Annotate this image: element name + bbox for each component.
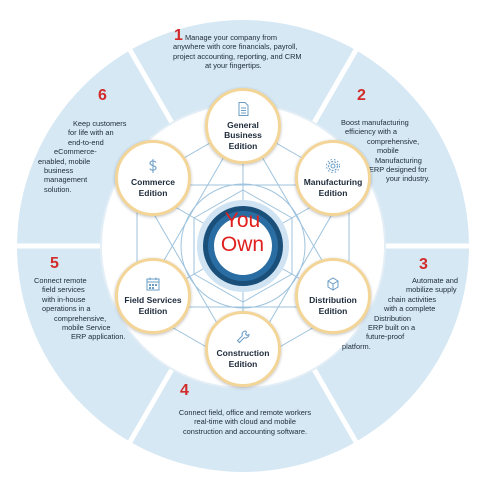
box-icon [327,277,339,291]
segment-number-6: 6 [98,87,107,104]
node-label: Manufacturing Edition [303,177,363,198]
center-label-line1: You [224,209,261,232]
node-construction: Construction Edition [205,311,281,387]
node-label: General Business Edition [224,119,262,151]
segment-text-3: Automate and mobilize supply chain activ… [342,276,459,351]
node-general-business: General Business Edition [205,88,281,164]
dollar-icon [149,159,157,173]
center-label: You Own [0,209,485,257]
node-commerce: Commerce Edition [115,140,191,216]
node-field-services: Field Services Edition [115,258,191,334]
segment-text-5: Connect remote field services with in-ho… [34,276,126,342]
segment-text-1: Manage your company from anywhere with c… [173,33,302,71]
node-label: Field Services Edition [124,295,182,316]
segment-text-4: Connect field, office and remote workers… [178,408,312,436]
center-label-line2: Own [220,233,265,256]
node-distribution: Distribution Edition [295,258,371,334]
segment-number-5: 5 [50,255,59,272]
segment-number-1: 1 [174,27,183,44]
node-manufacturing: Manufacturing Edition [295,140,371,216]
wrench-icon [236,330,250,344]
segment-number-2: 2 [357,87,366,104]
segment-number-3: 3 [419,256,428,273]
segment-number-4: 4 [180,382,189,399]
node-label: Distribution Edition [309,295,357,316]
calendar-icon [146,277,160,291]
node-label: Commerce Edition [131,177,175,198]
segment-text-6: Keep customers for life with an end-to-e… [38,119,127,194]
segment-text-2: Boost manufacturing efficiency with a co… [341,118,430,184]
document-icon [238,101,249,116]
hub-center [214,217,272,275]
gear-icon [326,159,340,173]
node-label: Construction Edition [216,348,270,369]
